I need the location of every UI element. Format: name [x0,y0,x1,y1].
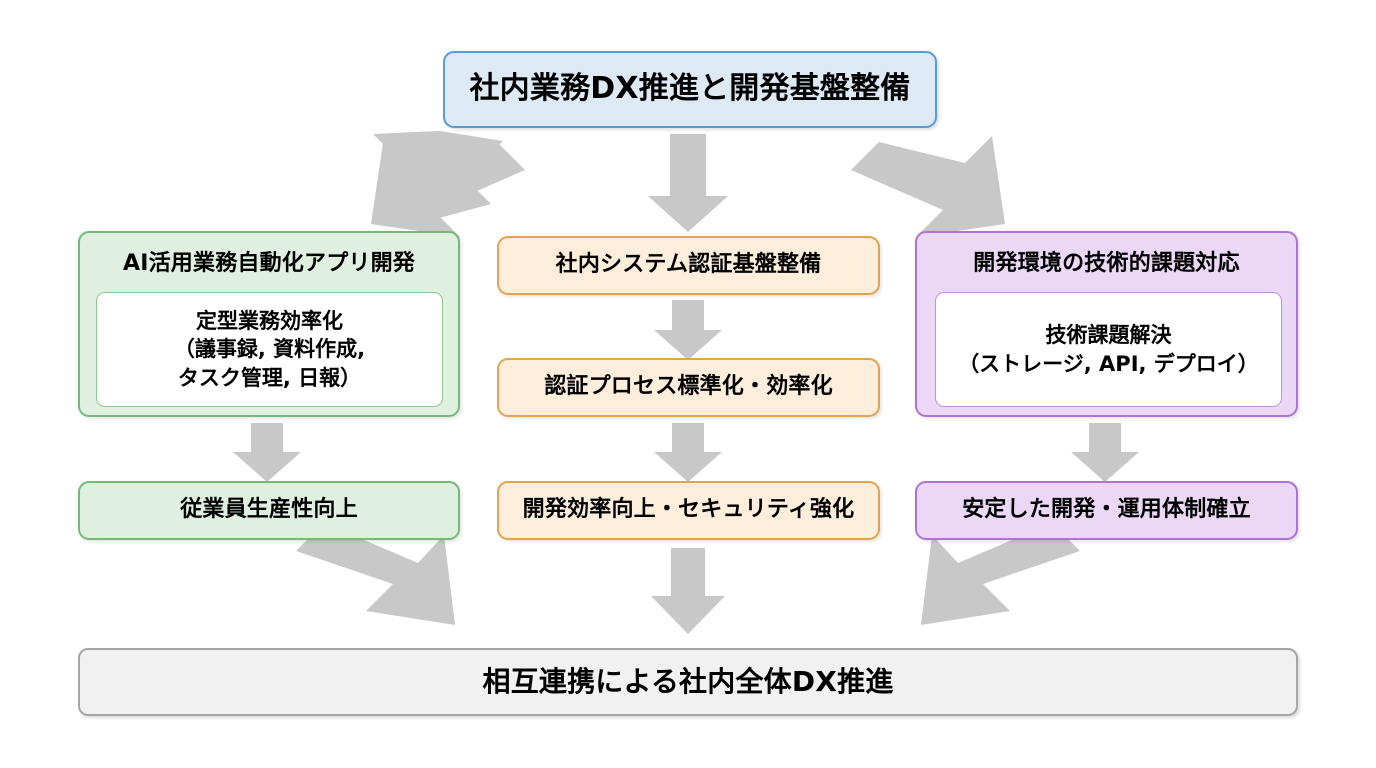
arrow-title-to-center-column [648,134,728,232]
column-outcome-dev-environment[interactable]: 安定した開発・運用体制確立 [915,481,1298,540]
arrow-title-to-left-column [373,131,503,224]
column-header-auth-platform[interactable]: 社内システム認証基盤整備 [497,236,880,295]
arrow-title-to-left-column-group [371,136,525,237]
column-detail-dev-environment[interactable]: 技術課題解決 （ストレージ, API, デプロイ） [935,292,1282,407]
root-title-box[interactable]: 社内業務DX推進と開発基盤整備 [443,51,937,128]
arrow-center-step-to-step [654,300,722,360]
arrow-center-outcome-to-summary [651,548,725,634]
arrow-right-detail-to-outcome [1071,423,1139,482]
column-outcome-ai-automation[interactable]: 従業員生産性向上 [78,481,460,540]
column-detail-auth-platform[interactable]: 認証プロセス標準化・効率化 [497,358,880,417]
column-outcome-auth-platform[interactable]: 開発効率向上・セキュリティ強化 [497,481,880,540]
arrow-left-detail-to-outcome [233,423,301,482]
column-detail-ai-automation[interactable]: 定型業務効率化 （議事録, 資料作成, タスク管理, 日報） [96,292,443,407]
arrow-center-step-to-outcome [654,423,722,482]
arrow-title-to-right-column [851,136,1005,237]
summary-box[interactable]: 相互連携による社内全体DX推進 [78,648,1298,716]
